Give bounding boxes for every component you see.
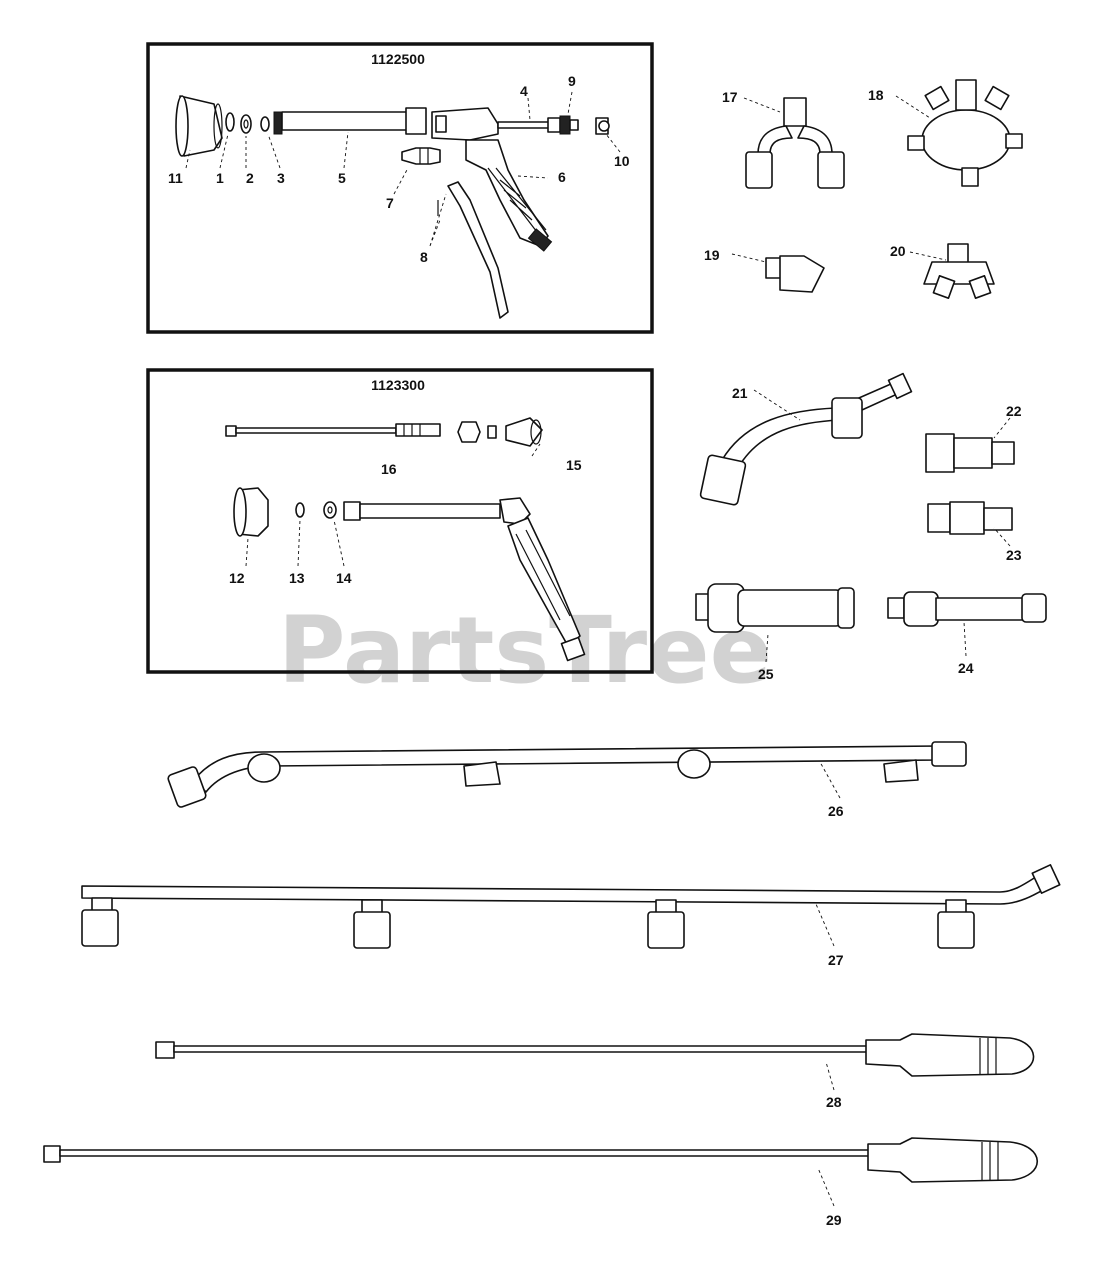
label-20: 20 xyxy=(890,243,906,259)
part-4-stem[interactable] xyxy=(497,121,551,129)
part-29-wand[interactable] xyxy=(43,1137,1038,1183)
label-21: 21 xyxy=(732,385,748,401)
label-10: 10 xyxy=(614,153,630,169)
assembly-1122500: 1122500 xyxy=(146,42,654,334)
label-7: 7 xyxy=(386,195,394,211)
label-4: 4 xyxy=(520,83,528,99)
label-24: 24 xyxy=(958,660,974,676)
part-1-washer[interactable] xyxy=(225,112,235,132)
part-16-lance[interactable] xyxy=(225,423,441,437)
label-9: 9 xyxy=(568,73,576,89)
part-3-nut[interactable] xyxy=(260,111,283,135)
label-16: 16 xyxy=(381,461,397,477)
part-tube-handle[interactable] xyxy=(343,497,586,662)
label-17: 17 xyxy=(722,89,738,105)
label-12: 12 xyxy=(229,570,245,586)
assembly-1-number: 1122500 xyxy=(371,51,425,67)
label-28: 28 xyxy=(826,1094,842,1110)
part-11-cup[interactable] xyxy=(175,95,223,157)
label-15: 15 xyxy=(566,457,582,473)
watermark: PartsTree xyxy=(278,597,772,704)
label-5: 5 xyxy=(338,170,346,186)
part-13-washer[interactable] xyxy=(295,502,305,518)
label-23: 23 xyxy=(1006,547,1022,563)
part-7-nozzle[interactable] xyxy=(401,147,441,165)
part-17-y-splitter[interactable] xyxy=(745,97,845,189)
part-14-nut[interactable] xyxy=(323,501,337,519)
label-3: 3 xyxy=(277,170,285,186)
assembly-1123300: 1123300 xyxy=(146,368,654,674)
part-19-elbow[interactable] xyxy=(765,255,825,293)
part-22-connector[interactable] xyxy=(925,433,1015,473)
part-cap[interactable] xyxy=(457,421,497,443)
assembly-2-number: 1123300 xyxy=(371,377,425,393)
part-2-washer[interactable] xyxy=(240,114,252,134)
part-24-extension[interactable] xyxy=(887,591,1047,627)
label-2: 2 xyxy=(246,170,254,186)
label-14: 14 xyxy=(336,570,352,586)
label-1: 1 xyxy=(216,170,224,186)
gun-body[interactable] xyxy=(431,107,553,252)
label-11: 11 xyxy=(168,170,183,186)
part-23-connector[interactable] xyxy=(927,501,1013,535)
label-27: 27 xyxy=(828,952,844,968)
part-5-tube[interactable] xyxy=(281,107,427,135)
label-19: 19 xyxy=(704,247,720,263)
part-28-wand[interactable] xyxy=(155,1033,1035,1077)
label-26: 26 xyxy=(828,803,844,819)
label-13: 13 xyxy=(289,570,305,586)
label-25: 25 xyxy=(758,666,774,682)
part-18-ring[interactable] xyxy=(907,79,1023,187)
part-12-cup[interactable] xyxy=(233,487,269,537)
part-9-valve[interactable] xyxy=(547,115,579,135)
part-21-curved-wand[interactable] xyxy=(699,372,913,506)
label-29: 29 xyxy=(826,1212,842,1228)
part-25-extension[interactable] xyxy=(695,583,855,633)
part-10-nut[interactable] xyxy=(595,117,610,135)
part-15-nozzle[interactable] xyxy=(505,417,543,447)
label-6: 6 xyxy=(558,169,566,185)
part-27-boom[interactable] xyxy=(81,864,1061,949)
label-18: 18 xyxy=(868,87,884,103)
part-26-boom[interactable] xyxy=(167,741,967,808)
part-20-double[interactable] xyxy=(923,243,995,299)
part-8-trigger[interactable] xyxy=(437,181,509,319)
label-8: 8 xyxy=(420,249,428,265)
label-22: 22 xyxy=(1006,403,1022,419)
